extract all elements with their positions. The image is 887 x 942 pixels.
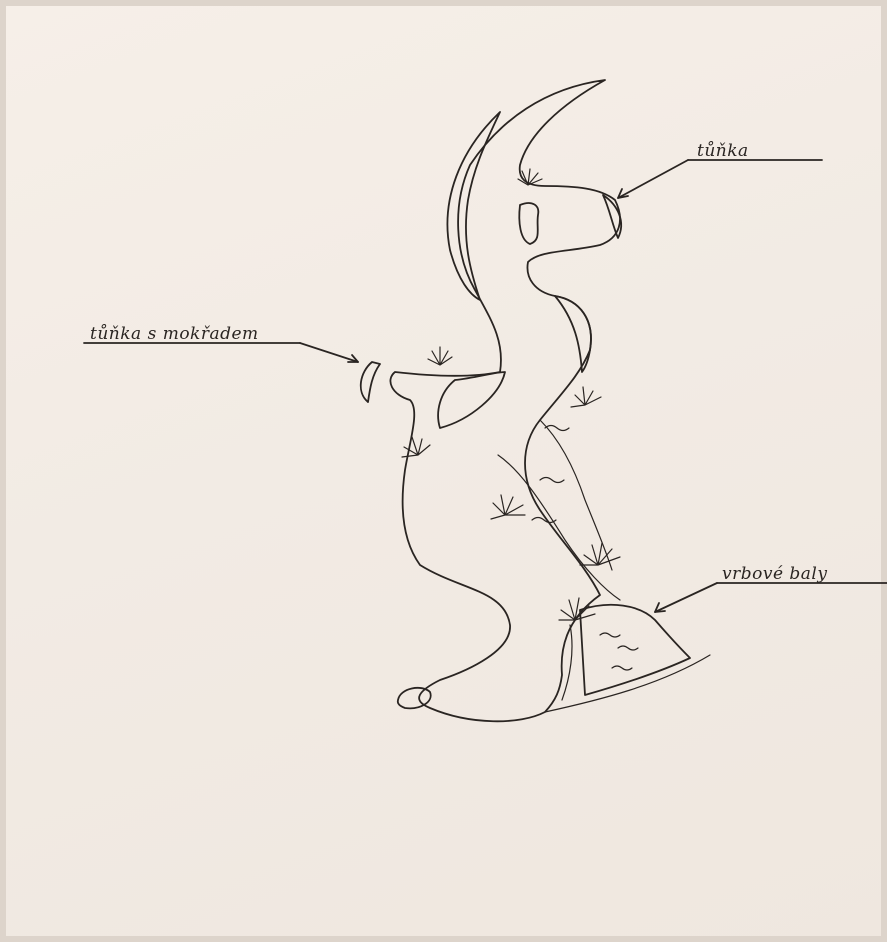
willow-shrub-icon xyxy=(402,437,430,457)
label-leader-wetland xyxy=(84,343,358,362)
label-pool: tůňka xyxy=(697,141,749,161)
label-leader-pool xyxy=(618,160,822,198)
inner-bank-line xyxy=(498,455,620,600)
bank-hatch-left xyxy=(447,112,500,300)
stream-channel xyxy=(390,80,620,721)
bank-hatch-left-pool xyxy=(361,362,380,402)
water-ripple-icon xyxy=(532,426,638,671)
label-pool-wetland: tůňka s mokřadem xyxy=(90,324,259,344)
bank-hatch-pool-right xyxy=(603,195,621,238)
willow-shrub-icon xyxy=(428,347,452,365)
willow-shrub-icon xyxy=(580,543,620,565)
willow-shrub-icon xyxy=(491,495,525,519)
bank-ground-line xyxy=(545,655,710,712)
willow-shrub-icon xyxy=(571,387,601,407)
label-leader-willow xyxy=(655,583,887,612)
wetland-island xyxy=(438,372,505,428)
pool-island xyxy=(519,203,538,244)
label-willow-bales: vrbové baly xyxy=(722,564,827,584)
